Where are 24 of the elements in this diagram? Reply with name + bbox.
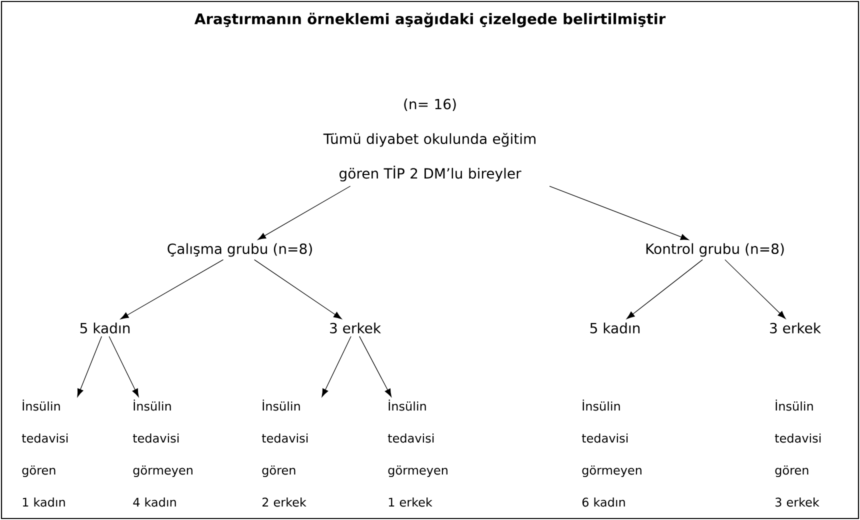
arrow (77, 336, 102, 397)
group-label: Kontrol grubu (n=8) (646, 243, 784, 257)
arrow (258, 186, 351, 240)
arrow (549, 186, 689, 240)
arrow (108, 336, 139, 398)
population-label: (n= 16) Tümü diyabet okulunda eğitim gören TİP 2 DM’lu bireyler (323, 98, 536, 182)
arrow (359, 336, 392, 398)
count-label: 5 kadın (80, 322, 130, 334)
arrow (254, 259, 342, 320)
count-label: 3 erkek (330, 322, 381, 334)
count-label: 3 erkek (770, 322, 821, 334)
count-label: 5 kadın (590, 322, 640, 334)
subgroup-label: İnsülin tedavisi görmeyen 1 erkek (388, 400, 448, 507)
arrow (322, 336, 352, 398)
arrow (724, 259, 786, 319)
arrow (626, 259, 703, 320)
subgroup-label: İnsülin tedavisi gören 1 kadın (22, 400, 68, 507)
subgroup-label: İnsülin tedavisi görmeyen 6 kadın (582, 400, 642, 507)
title: Araştırmanın örneklemi aşağıdaki çizelgede belirtilmiştir (194, 12, 666, 28)
subgroup-label: İnsülin tedavisi görmeyen 4 kadın (132, 400, 192, 507)
group-label: Çalışma grubu (n=8) (168, 243, 312, 257)
arrow (120, 259, 224, 320)
subgroup-label: İnsülin tedavisi gören 3 erkek (774, 400, 821, 507)
subgroup-label: İnsülin tedavisi gören 2 erkek (262, 400, 308, 507)
